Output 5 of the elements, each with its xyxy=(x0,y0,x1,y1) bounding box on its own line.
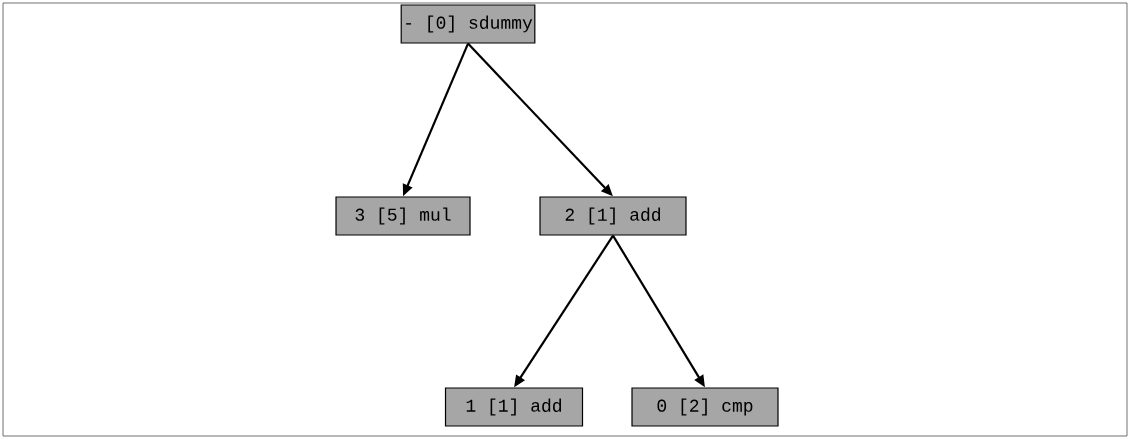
tree-node-box: 0 [2] cmp xyxy=(631,387,779,427)
tree-node-box: 3 [5] mul xyxy=(335,196,471,236)
tree-node-box: 1 [1] add xyxy=(444,387,584,427)
tree-node-box: - [0] sdummy xyxy=(400,4,536,44)
tree-node-box: 2 [1] add xyxy=(539,196,687,236)
